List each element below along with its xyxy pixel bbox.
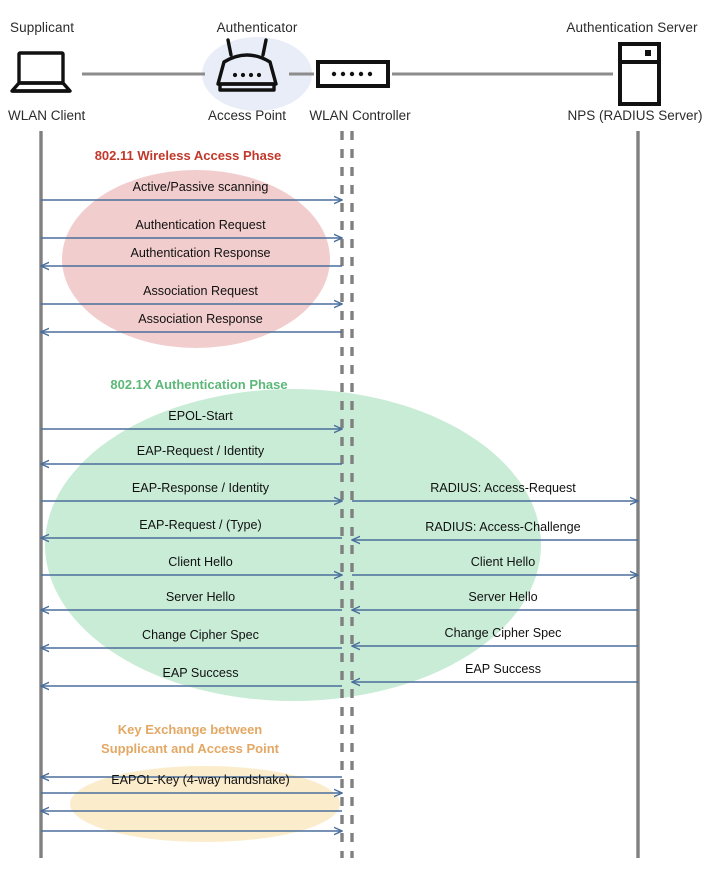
- phase-label-wireless-access: 802.11 Wireless Access Phase: [94, 148, 282, 163]
- message-label-left-10: Server Hello: [165, 590, 236, 604]
- message-label-left-2: Authentication Response: [130, 246, 271, 260]
- message-label-left-9: Client Hello: [168, 555, 233, 569]
- message-arrow-group: [41, 200, 638, 831]
- wlan-controller-icon: [316, 60, 390, 88]
- phase-ellipse-key-exchange: [70, 766, 340, 842]
- message-label-left-12: EAP Success: [162, 666, 239, 680]
- message-label-left-3: Association Request: [143, 284, 258, 298]
- message-label-right-0: RADIUS: Access-Request: [430, 481, 576, 495]
- message-label-left-14: EAPOL-Key (4-way handshake): [111, 773, 290, 787]
- phase-label-key-exchange-line1: Key Exchange between: [117, 722, 263, 737]
- message-label-left-1: Authentication Request: [135, 218, 266, 232]
- server-icon: [618, 42, 661, 106]
- role-device-access-point: Access Point: [207, 108, 287, 123]
- message-label-left-0: Active/Passive scanning: [132, 180, 269, 194]
- laptop-icon: [10, 51, 72, 93]
- phase-label-dot1x-auth: 802.1X Authentication Phase: [110, 377, 288, 392]
- role-title-authenticator: Authenticator: [216, 20, 298, 35]
- message-label-left-5: EPOL-Start: [168, 409, 233, 423]
- role-device-wlan-controller: WLAN Controller: [309, 108, 411, 123]
- message-label-right-4: Change Cipher Spec: [444, 626, 562, 640]
- message-label-right-2: Client Hello: [470, 555, 536, 569]
- message-label-left-6: EAP-Request / Identity: [136, 444, 265, 458]
- message-label-left-8: EAP-Request / (Type): [139, 518, 262, 532]
- message-label-left-4: Association Response: [138, 312, 263, 326]
- message-label-right-3: Server Hello: [468, 590, 538, 604]
- role-device-supplicant: WLAN Client: [8, 108, 86, 123]
- phase-ellipse-dot1x-auth: [45, 389, 541, 701]
- role-device-nps: NPS (RADIUS Server): [567, 108, 703, 123]
- phase-label-key-exchange-line2: Supplicant and Access Point: [101, 741, 279, 756]
- role-title-authentication-server: Authentication Server: [566, 20, 698, 35]
- message-label-left-7: EAP-Response / Identity: [131, 481, 270, 495]
- message-label-left-11: Change Cipher Spec: [142, 628, 259, 642]
- message-label-right-5: EAP Success: [464, 662, 542, 676]
- role-title-supplicant: Supplicant: [10, 20, 75, 35]
- message-label-right-1: RADIUS: Access-Challenge: [425, 520, 581, 534]
- access-point-icon: [216, 38, 278, 92]
